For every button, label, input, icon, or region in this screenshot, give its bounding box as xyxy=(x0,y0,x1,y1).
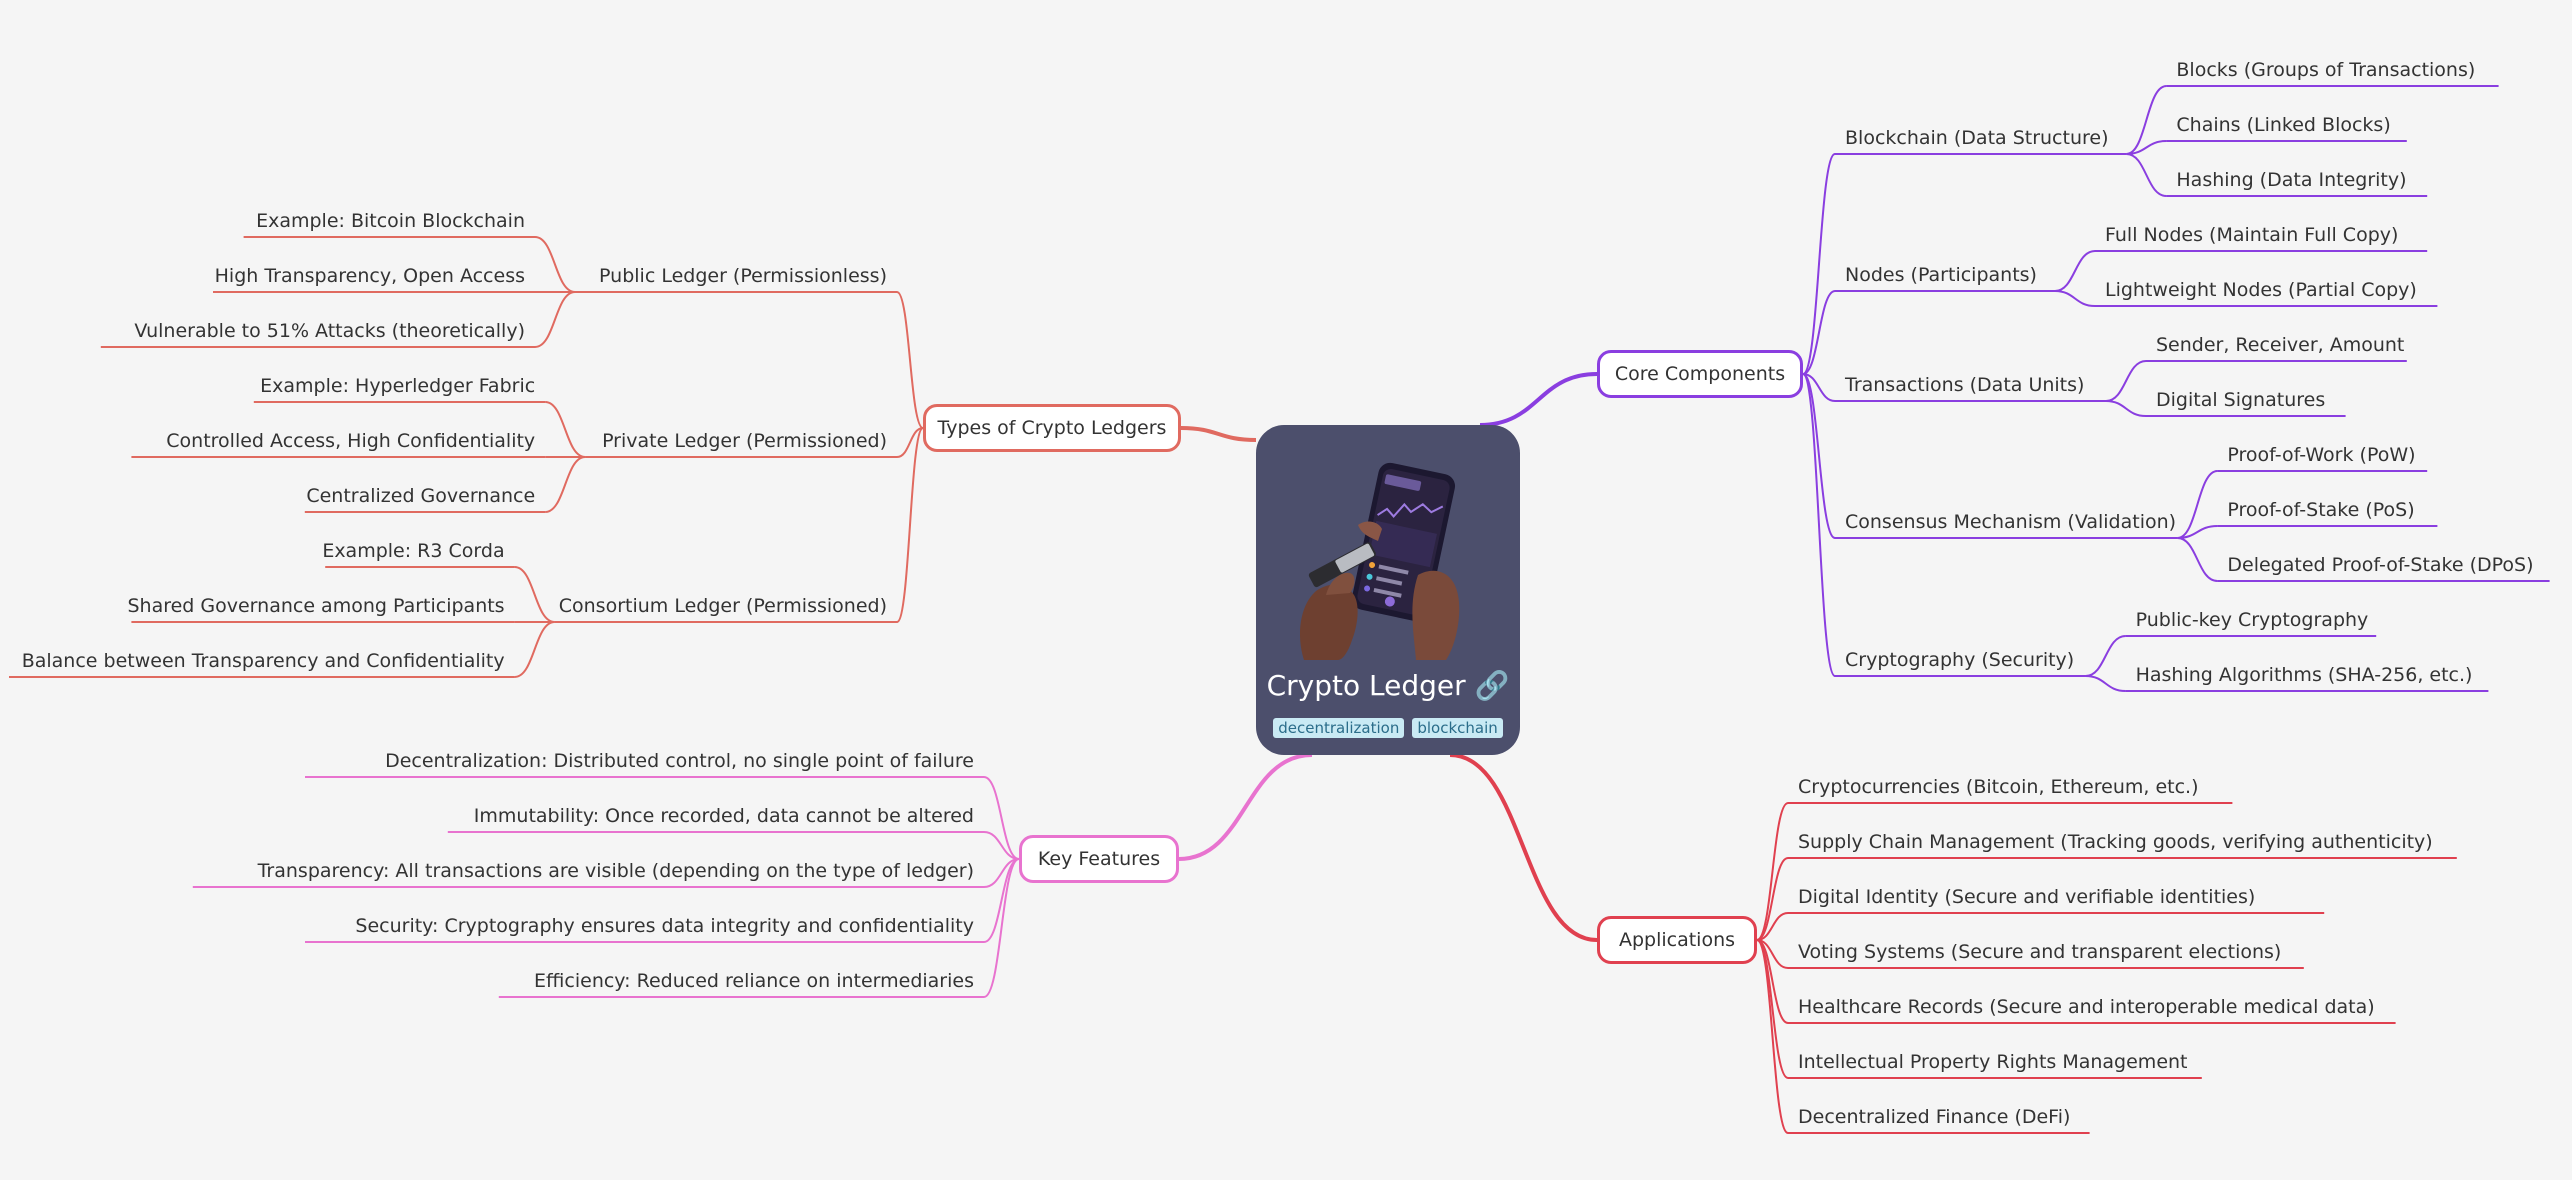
connector-core-item xyxy=(2177,537,2218,582)
connector-core-item xyxy=(2105,400,2147,417)
branch-core-components[interactable]: Core Components xyxy=(1597,350,1803,398)
app-item-decentralized-finance-defi[interactable]: Decentralized Finance (DeFi) xyxy=(1798,1106,2071,1128)
connector-types-item xyxy=(534,236,576,293)
feature-item-immutability-once-recorded-data-cannot-be-altere[interactable]: Immutability: Once recorded, data cannot… xyxy=(473,805,974,827)
central-topic-card[interactable]: Crypto Ledger 🔗 decentralization blockch… xyxy=(1256,425,1520,755)
connector-types-group xyxy=(896,427,924,458)
app-item-healthcare-records-secure-and-interoperable-medi[interactable]: Healthcare Records (Secure and interoper… xyxy=(1798,996,2375,1018)
types-item-controlled-access-high-confidentiality[interactable]: Controlled Access, High Confidentiality xyxy=(166,430,536,452)
connector-app-item xyxy=(1756,939,1789,1134)
app-item-cryptocurrencies-bitcoin-ethereum-etc[interactable]: Cryptocurrencies (Bitcoin, Ethereum, etc… xyxy=(1798,776,2199,798)
connector-center-core xyxy=(1479,372,1598,427)
core-group-transactions-data-units[interactable]: Transactions (Data Units) xyxy=(1845,374,2085,396)
core-item-full-nodes-maintain-full-copy[interactable]: Full Nodes (Maintain Full Copy) xyxy=(2105,224,2399,246)
types-item-example-r3-corda[interactable]: Example: R3 Corda xyxy=(322,540,505,562)
types-item-shared-governance-among-participants[interactable]: Shared Governance among Participants xyxy=(127,595,505,617)
core-group-nodes-participants[interactable]: Nodes (Participants) xyxy=(1845,264,2037,286)
connector-types-item xyxy=(514,566,555,623)
core-item-proof-of-stake-pos[interactable]: Proof-of-Stake (PoS) xyxy=(2227,499,2415,521)
core-item-public-key-cryptography[interactable]: Public-key Cryptography xyxy=(2135,609,2369,631)
connector-center-types xyxy=(1180,426,1257,442)
feature-item-decentralization-distributed-control-no-single-p[interactable]: Decentralization: Distributed control, n… xyxy=(385,750,974,772)
types-item-vulnerable-to-51-attacks-theoretically[interactable]: Vulnerable to 51% Attacks (theoretically… xyxy=(134,320,525,342)
connector-core-group xyxy=(1802,153,1836,375)
hardware-wallet-and-phone-image xyxy=(1300,462,1460,660)
connector-core-item xyxy=(2126,140,2167,155)
connector-core-item xyxy=(2177,470,2218,539)
connector-core-item xyxy=(2054,250,2096,292)
core-item-delegated-proof-of-stake-dpos[interactable]: Delegated Proof-of-Stake (DPoS) xyxy=(2227,554,2534,576)
core-group-consensus-mechanism-validation[interactable]: Consensus Mechanism (Validation) xyxy=(1845,511,2177,533)
connector-core-item xyxy=(2126,153,2167,197)
core-item-sender-receiver-amount[interactable]: Sender, Receiver, Amount xyxy=(2156,334,2405,356)
core-item-proof-of-work-pow[interactable]: Proof-of-Work (PoW) xyxy=(2227,444,2416,466)
app-item-digital-identity-secure-and-verifiable-identitie[interactable]: Digital Identity (Secure and verifiable … xyxy=(1798,886,2256,908)
connector-types-item xyxy=(534,291,576,348)
types-item-example-hyperledger-fabric[interactable]: Example: Hyperledger Fabric xyxy=(260,375,536,397)
core-item-blocks-groups-of-transactions[interactable]: Blocks (Groups of Transactions) xyxy=(2176,59,2476,81)
feature-item-efficiency-reduced-reliance-on-intermediaries[interactable]: Efficiency: Reduced reliance on intermed… xyxy=(534,970,974,992)
app-item-voting-systems-secure-and-transparent-elections[interactable]: Voting Systems (Secure and transparent e… xyxy=(1798,941,2282,963)
connector-app-item xyxy=(1756,912,1789,941)
connector-feature-item xyxy=(983,858,1020,998)
branch-types-of-ledgers[interactable]: Types of Crypto Ledgers xyxy=(923,404,1181,452)
connector-core-item xyxy=(2177,525,2218,539)
connector-types-item xyxy=(544,456,586,513)
core-item-hashing-data-integrity[interactable]: Hashing (Data Integrity) xyxy=(2176,169,2407,191)
core-group-cryptography-security[interactable]: Cryptography (Security) xyxy=(1845,649,2075,671)
connector-core-item xyxy=(2054,290,2096,307)
central-topic-title: Crypto Ledger 🔗 xyxy=(1266,669,1510,702)
types-group-private-ledger-permissioned[interactable]: Private Ledger (Permissioned) xyxy=(602,430,887,452)
core-group-blockchain-data-structure[interactable]: Blockchain (Data Structure) xyxy=(1845,127,2109,149)
tag-decentralization[interactable]: decentralization xyxy=(1273,718,1405,738)
branch-key-features[interactable]: Key Features xyxy=(1019,835,1179,883)
types-item-high-transparency-open-access[interactable]: High Transparency, Open Access xyxy=(214,265,525,287)
types-item-example-bitcoin-blockchain[interactable]: Example: Bitcoin Blockchain xyxy=(256,210,525,232)
connector-app-item xyxy=(1756,939,1789,1079)
types-item-balance-between-transparency-and-confidentiality[interactable]: Balance between Transparency and Confide… xyxy=(21,650,505,672)
connector-core-item xyxy=(2105,360,2147,402)
core-item-lightweight-nodes-partial-copy[interactable]: Lightweight Nodes (Partial Copy) xyxy=(2105,279,2417,301)
connector-center-applications xyxy=(1449,753,1598,942)
tag-blockchain[interactable]: blockchain xyxy=(1412,718,1503,738)
connector-center-features xyxy=(1178,753,1313,861)
connector-core-group xyxy=(1802,373,1836,677)
connector-core-item xyxy=(2085,635,2126,677)
connector-app-item xyxy=(1756,857,1789,941)
connector-core-item xyxy=(2085,675,2126,692)
connector-app-item xyxy=(1756,802,1789,941)
connector-types-group xyxy=(896,291,924,429)
app-item-supply-chain-management-tracking-goods-verifying[interactable]: Supply Chain Management (Tracking goods,… xyxy=(1798,831,2433,853)
core-item-chains-linked-blocks[interactable]: Chains (Linked Blocks) xyxy=(2176,114,2391,136)
connector-feature-item xyxy=(983,776,1020,860)
feature-item-transparency-all-transactions-are-visible-depend[interactable]: Transparency: All transactions are visib… xyxy=(257,860,974,882)
types-item-centralized-governance[interactable]: Centralized Governance xyxy=(306,485,536,507)
connector-core-group xyxy=(1802,373,1836,402)
connector-core-item xyxy=(2126,85,2167,155)
feature-item-security-cryptography-ensures-data-integrity-and[interactable]: Security: Cryptography ensures data inte… xyxy=(355,915,974,937)
types-group-consortium-ledger-permissioned[interactable]: Consortium Ledger (Permissioned) xyxy=(558,595,887,617)
branch-applications[interactable]: Applications xyxy=(1597,916,1757,964)
connector-core-group xyxy=(1802,373,1836,539)
core-item-hashing-algorithms-sha-256-etc[interactable]: Hashing Algorithms (SHA-256, etc.) xyxy=(2135,664,2473,686)
connector-core-group xyxy=(1802,290,1836,375)
core-item-digital-signatures[interactable]: Digital Signatures xyxy=(2156,389,2326,411)
central-topic-tags: decentralization blockchain xyxy=(1256,718,1520,738)
app-item-intellectual-property-rights-management[interactable]: Intellectual Property Rights Management xyxy=(1798,1051,2188,1073)
connector-feature-item xyxy=(983,831,1020,860)
types-group-public-ledger-permissionless[interactable]: Public Ledger (Permissionless) xyxy=(599,265,887,287)
connector-types-item xyxy=(544,401,586,458)
connector-types-group xyxy=(896,427,924,623)
connector-types-item xyxy=(514,621,555,678)
